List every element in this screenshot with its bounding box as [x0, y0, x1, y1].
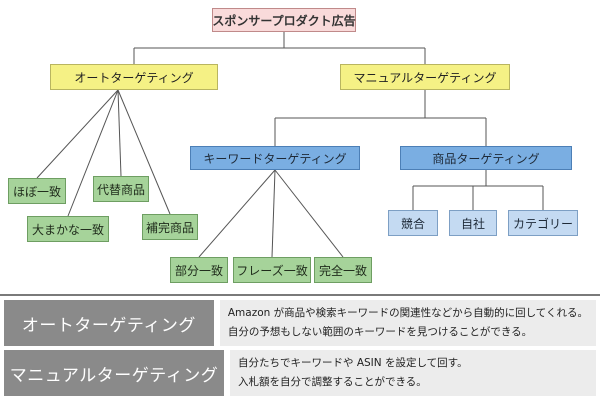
node-competitor: 競合	[388, 210, 438, 236]
node-product-targeting: 商品ターゲティング	[400, 146, 572, 170]
desc-auto-line2: 自分の予想もしない範囲のキーワードを見つけることができる。	[227, 326, 533, 338]
node-keyword-targeting: キーワードターゲティング	[190, 146, 360, 170]
desc-manual-line1: 自分たちでキーワードや ASIN を設定して回す。	[238, 357, 468, 369]
node-complements: 補完商品	[142, 214, 198, 240]
node-substitutes: 代替商品	[93, 176, 149, 202]
desc-manual-line2: 入札額を自分で調整することができる。	[238, 376, 427, 388]
row-label-manual: マニュアルターゲティング	[4, 350, 224, 396]
node-phrase-match: フレーズ一致	[233, 257, 311, 283]
node-loose-match: 大まかな一致	[27, 216, 109, 242]
desc-auto-line1: Amazon が商品や検索キーワードの関連性などから自動的に回してくれる。	[227, 307, 588, 319]
node-manual-targeting: マニュアルターゲティング	[340, 64, 510, 90]
node-exact-match: 完全一致	[314, 257, 372, 283]
node-own-brand: 自社	[449, 210, 497, 236]
row-desc-auto: Amazon が商品や検索キーワードの関連性などから自動的に回してくれる。 自分…	[219, 300, 596, 346]
connector-lines	[36, 32, 544, 258]
table-row-manual: マニュアルターゲティング 自分たちでキーワードや ASIN を設定して回す。 入…	[4, 350, 596, 396]
node-auto-targeting: オートターゲティング	[50, 64, 218, 90]
row-desc-manual: 自分たちでキーワードや ASIN を設定して回す。 入札額を自分で調整することが…	[230, 350, 596, 396]
section-divider	[0, 294, 600, 296]
node-category: カテゴリー	[508, 210, 578, 236]
table-row-auto: オートターゲティング Amazon が商品や検索キーワードの関連性などから自動的…	[4, 300, 596, 346]
row-label-auto: オートターゲティング	[4, 300, 214, 346]
node-close-match: ほぼ一致	[8, 178, 66, 204]
description-table: オートターゲティング Amazon が商品や検索キーワードの関連性などから自動的…	[0, 296, 600, 400]
node-broad-match: 部分一致	[170, 257, 228, 283]
node-sponsored-products: スポンサープロダクト広告	[212, 8, 356, 32]
